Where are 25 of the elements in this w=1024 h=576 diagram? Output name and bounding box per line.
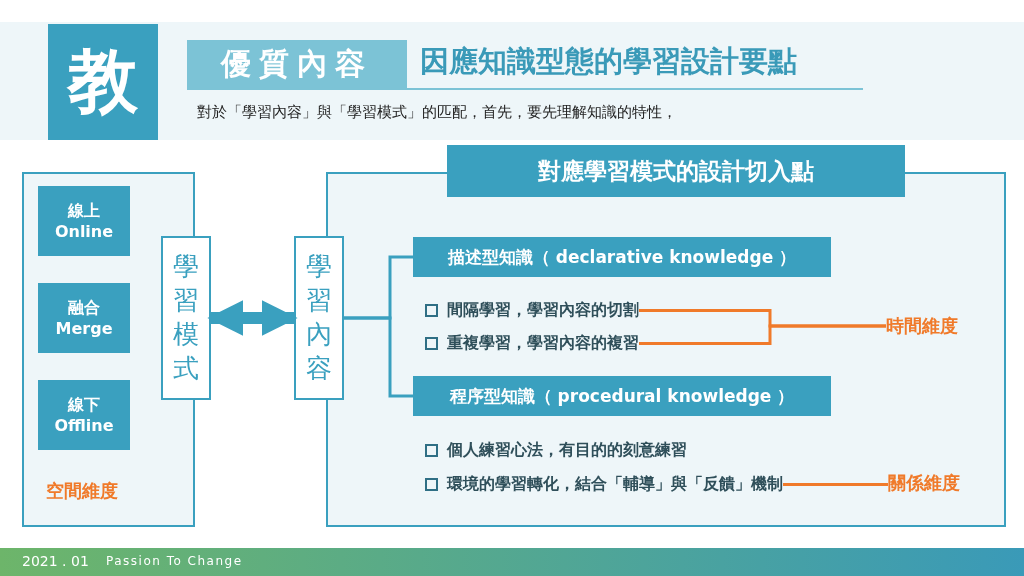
bullet-text: 間隔學習，學習內容的切割: [447, 300, 639, 319]
concept-box: 學習內容: [294, 236, 344, 400]
dimension-label: 關係維度: [888, 471, 960, 495]
category-banner: 程序型知識（ procedural knowledge ）: [413, 376, 831, 416]
mode-box: 融合 Merge: [38, 283, 130, 353]
bullet-text: 環境的學習轉化，結合「輔導」與「反饋」機制: [447, 474, 783, 493]
dimension-label: 時間維度: [886, 314, 958, 338]
concept-box: 學習模式: [161, 236, 211, 400]
topic-badge: 優質內容: [187, 40, 407, 88]
bullet-text: 個人練習心法，有目的的刻意練習: [447, 440, 687, 459]
connector-line: [344, 316, 413, 398]
mode-box: 線上 Online: [38, 186, 130, 256]
header-banner: 對應學習模式的設計切入點: [447, 145, 905, 197]
title-badge: 教: [48, 24, 158, 140]
double-arrow: [207, 300, 298, 336]
subtitle: 對於「學習內容」與「學習模式」的匹配，首先，要先理解知識的特性，: [197, 103, 677, 121]
category-banner: 描述型知識（ declarative knowledge ）: [413, 237, 831, 277]
date-text: 2021 . 01: [22, 553, 89, 569]
title: 因應知識型態的學習設計要點: [420, 43, 797, 80]
mode-box: 線下 Offline: [38, 380, 130, 450]
slogan-text: Passion To Change: [106, 554, 243, 568]
bracket-line: [783, 483, 888, 486]
bracket-line: [639, 324, 886, 345]
bullet-text: 重複學習，學習內容的複習: [447, 333, 639, 352]
dimension-label: 空間維度: [46, 479, 118, 503]
